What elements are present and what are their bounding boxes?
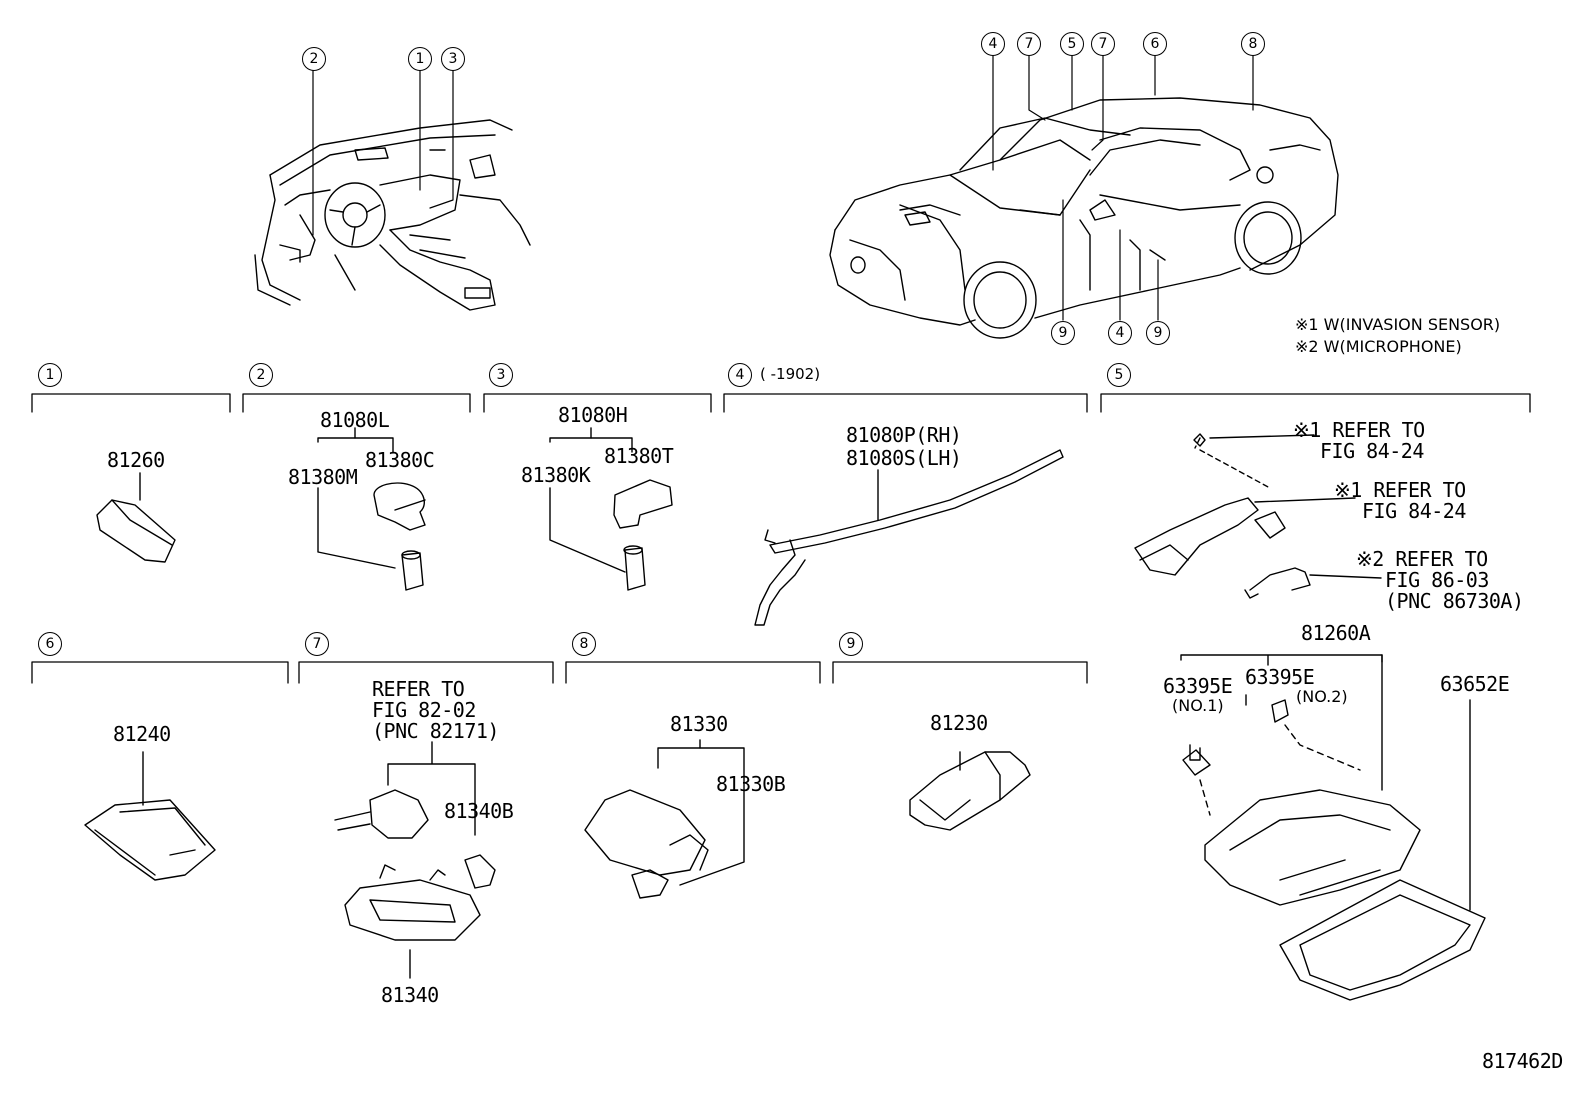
- section-4-number: 4: [728, 363, 752, 387]
- section-5-drawing: [1134, 433, 1382, 599]
- overhead-console-drawing: [1180, 654, 1486, 1001]
- part-81240-drawing: [84, 751, 216, 881]
- part-81080H-drawing: [549, 427, 673, 591]
- part-81260-drawing: [96, 472, 176, 563]
- ref-invasion-sensor-1: ※1 REFER TO: [1293, 418, 1425, 442]
- locator-9b-bottom: 9: [1146, 321, 1170, 345]
- part-81230: 81230: [930, 711, 988, 735]
- locator-4-bottom: 4: [1108, 321, 1132, 345]
- locator-6-top: 6: [1143, 32, 1167, 56]
- locator-4-top: 4: [981, 32, 1005, 56]
- section-brackets: [31, 393, 1531, 684]
- locator-8-top: 8: [1241, 32, 1265, 56]
- part-81330B: 81330B: [716, 772, 786, 796]
- dashboard-illustration: [254, 119, 531, 311]
- locator-7-top: 7: [1017, 32, 1041, 56]
- part-81380T: 81380T: [604, 444, 674, 468]
- locator-7b-top: 7: [1091, 32, 1115, 56]
- section-5-number: 5: [1107, 363, 1131, 387]
- section-7-drawing: [334, 741, 496, 979]
- note-1: ※1 W(INVASION SENSOR): [1295, 315, 1501, 334]
- locator-2: 2: [302, 47, 326, 71]
- note-2: ※2 W(MICROPHONE): [1295, 337, 1462, 356]
- part-63652E: 63652E: [1440, 672, 1510, 696]
- ref-section-7: REFER TO: [372, 677, 465, 701]
- part-63395E-no1: 63395E: [1163, 674, 1233, 698]
- part-81080P: 81080P(RH): [846, 423, 962, 447]
- section-8-number: 8: [572, 632, 596, 656]
- ref-microphone-pnc: (PNC 86730A): [1385, 589, 1524, 613]
- part-81080H: 81080H: [558, 403, 628, 427]
- ref-section-7-fig: FIG 82-02: [372, 698, 476, 722]
- part-81080S: 81080S(LH): [846, 446, 962, 470]
- section-4-range: ( -1902): [760, 365, 821, 383]
- locator-3: 3: [441, 47, 465, 71]
- section-9-number: 9: [839, 632, 863, 656]
- locator-leaders: [312, 55, 1254, 321]
- ref-invasion-sensor-2: ※1 REFER TO: [1334, 478, 1466, 502]
- part-81080L: 81080L: [320, 408, 390, 432]
- part-81380M: 81380M: [288, 465, 358, 489]
- part-81380C: 81380C: [365, 448, 435, 472]
- ref-microphone: ※2 REFER TO: [1356, 547, 1488, 571]
- part-63395E-no2: 63395E: [1245, 665, 1315, 689]
- ref-invasion-sensor-2-fig: FIG 84-24: [1362, 499, 1466, 523]
- locator-5-top: 5: [1060, 32, 1084, 56]
- part-81230-drawing: [909, 751, 1031, 831]
- section-6-number: 6: [38, 632, 62, 656]
- section-2-number: 2: [249, 363, 273, 387]
- car-illustration: [829, 97, 1339, 339]
- part-63395E-no1-note: (NO.1): [1172, 696, 1224, 715]
- section-1-number: 1: [38, 363, 62, 387]
- part-81330: 81330: [670, 712, 728, 736]
- part-81080L-drawing: [317, 427, 426, 591]
- ref-microphone-fig: FIG 86-03: [1385, 568, 1489, 592]
- part-81260A: 81260A: [1301, 621, 1371, 645]
- part-81340: 81340: [381, 983, 439, 1007]
- diagram-id: 817462D: [1482, 1049, 1563, 1073]
- section-8-drawing: [584, 739, 745, 899]
- section-7-number: 7: [305, 632, 329, 656]
- section-3-number: 3: [489, 363, 513, 387]
- part-81260: 81260: [107, 448, 165, 472]
- locator-9-bottom: 9: [1051, 321, 1075, 345]
- ref-invasion-sensor-1-fig: FIG 84-24: [1320, 439, 1424, 463]
- part-81240: 81240: [113, 722, 171, 746]
- locator-1: 1: [408, 47, 432, 71]
- part-63395E-no2-note: (NO.2): [1296, 687, 1348, 706]
- part-81380K: 81380K: [521, 463, 591, 487]
- part-81340B: 81340B: [444, 799, 514, 823]
- part-81080P-drawing: [754, 449, 1064, 626]
- ref-section-7-pnc: (PNC 82171): [372, 719, 499, 743]
